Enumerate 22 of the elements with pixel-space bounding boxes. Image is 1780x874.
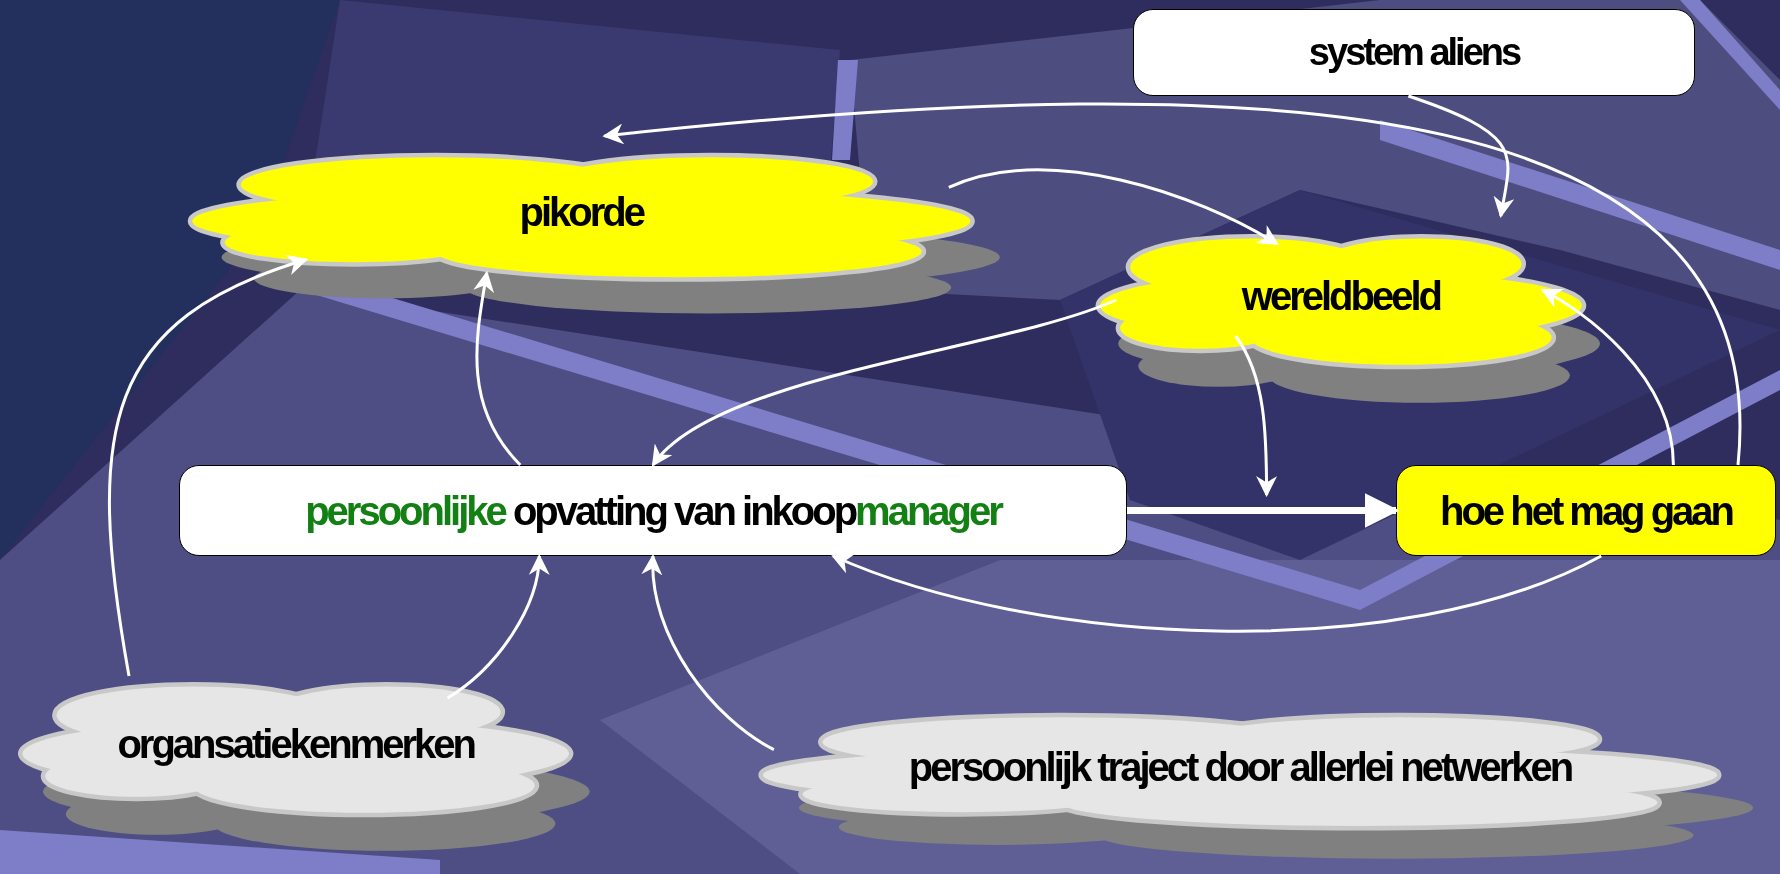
node-label: persoonlijk traject door allerlei netwerken [908,744,1572,789]
rounded-box [1133,9,1695,96]
node-label: organsatiekenmerken [117,722,474,766]
arrow [651,298,1117,467]
arrow [602,102,1740,466]
arrow [108,255,309,677]
node-label: pikorde [519,190,644,234]
node-label: wereldbeeld [1241,274,1440,318]
arrow [1127,493,1400,528]
rounded-box [1396,465,1776,556]
arrow [1407,94,1515,219]
arrow [1234,335,1278,498]
node-label: hoe het mag gaan [1439,488,1733,533]
arrow [1540,288,1675,466]
arrow [948,168,1279,246]
arrow [642,553,775,751]
arrow [473,270,522,466]
arrow [831,553,1602,633]
arrow [446,553,549,700]
rounded-box [179,465,1127,556]
node-label: system aliens [1308,31,1520,74]
node-label: persoonlijke opvatting van inkoopmanager [305,488,1001,533]
